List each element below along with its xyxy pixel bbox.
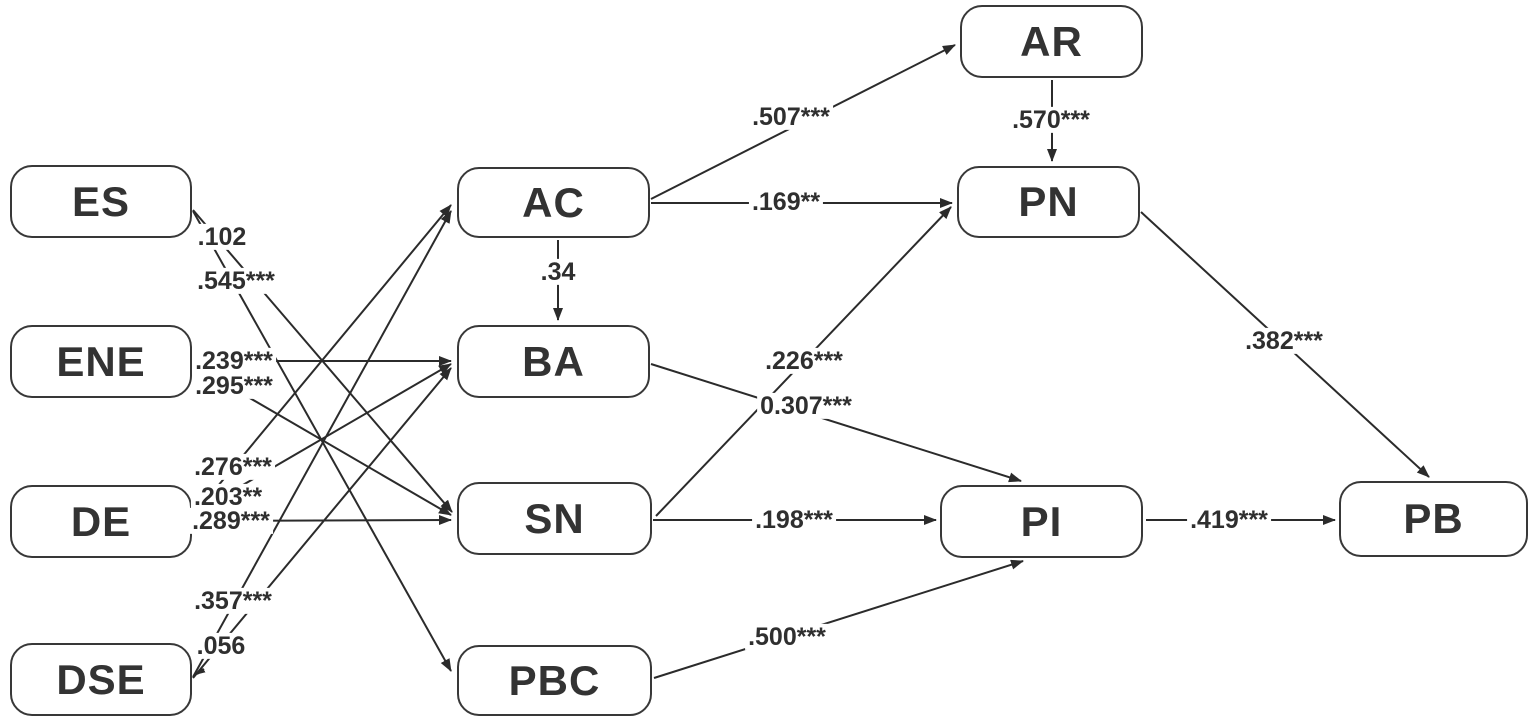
node-DE-label: DE (70, 497, 132, 545)
edge-line-DSE-BA (192, 367, 452, 679)
edge-label-AR-PN: .570*** (1009, 107, 1093, 133)
edge-label-DSE-AC: .357*** (191, 588, 275, 614)
edge-label-ENE-BA: .239*** (192, 348, 276, 374)
node-DE: DE (10, 485, 192, 558)
reverse-arrowhead-DSE (196, 666, 206, 675)
node-SN-label: SN (524, 494, 585, 542)
edge-line-PBC-PI (653, 559, 1024, 679)
node-ES: ES (10, 165, 192, 238)
node-PB: PB (1339, 481, 1528, 557)
node-AR-label: AR (1020, 17, 1083, 65)
node-AC-label: AC (522, 178, 585, 226)
edge-label-DE-BA: .203** (190, 484, 266, 510)
node-PN: PN (957, 166, 1140, 238)
node-AC: AC (457, 167, 650, 238)
edge-line-BA-PI (650, 363, 1022, 483)
edge-label-PBC-PI: .500*** (745, 624, 829, 650)
node-PBC: PBC (457, 645, 652, 716)
edge-label-BA-PI: 0.307*** (757, 393, 855, 419)
edge-label-PN-PB: .382*** (1242, 328, 1326, 354)
edge-label-AC-AR: .507*** (749, 104, 833, 130)
node-DSE-label: DSE (56, 655, 146, 703)
node-BA-label: BA (522, 337, 585, 385)
node-DSE: DSE (10, 643, 192, 716)
edge-label-AC-BA: .34 (537, 259, 579, 285)
edge-label-SN-PI: .198*** (752, 507, 836, 533)
node-PI: PI (940, 485, 1143, 558)
node-SN: SN (457, 482, 652, 555)
edge-label-DE-SN: .289*** (189, 508, 273, 534)
node-BA: BA (457, 325, 650, 398)
edge-label-SN-PN: .226*** (762, 348, 846, 374)
node-ENE: ENE (10, 325, 192, 398)
edge-label-DSE-BA: .056 (193, 633, 249, 659)
node-PB-label: PB (1403, 495, 1464, 542)
node-ES-label: ES (71, 177, 131, 225)
node-AR: AR (960, 5, 1143, 78)
edge-label-DE-AC: .276*** (191, 454, 275, 480)
node-ENE-label: ENE (56, 337, 146, 385)
node-PN-label: PN (1018, 178, 1079, 225)
node-PI-label: PI (1020, 497, 1063, 545)
edge-label-AC-PN: .169** (748, 189, 824, 215)
edge-label-ENE-SN: .295*** (192, 373, 276, 399)
edge-label-PI-PB: .419*** (1187, 507, 1271, 533)
edge-label-ES-SN: .102 (194, 224, 250, 250)
node-PBC-label: PBC (508, 656, 601, 704)
edge-label-ES-PBC: .545*** (194, 268, 278, 294)
